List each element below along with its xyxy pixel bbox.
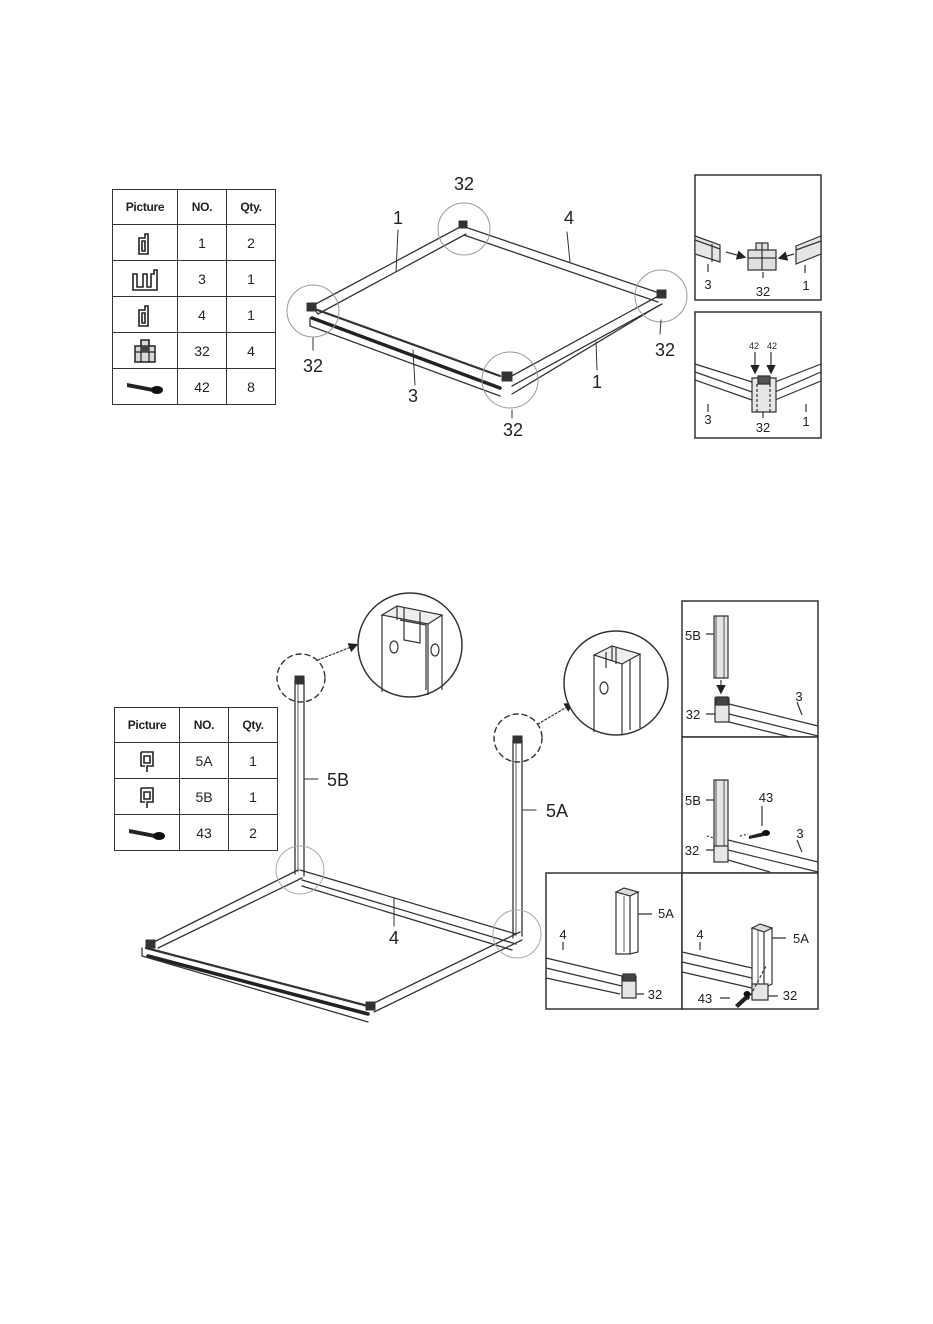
detail-mid-label-5B: 5B bbox=[685, 793, 701, 808]
label-corner-top: 32 bbox=[454, 174, 474, 194]
magnified-post-top-5B bbox=[358, 593, 462, 697]
detail-a-label-1: 1 bbox=[802, 278, 809, 293]
label-post-5A: 5A bbox=[546, 801, 568, 821]
detail-br-label-43: 43 bbox=[698, 991, 712, 1006]
detail-br-label-4: 4 bbox=[696, 927, 703, 942]
detail-bl-label-5A: 5A bbox=[658, 906, 674, 921]
detail-top-label-5B: 5B bbox=[685, 628, 701, 643]
label-corner-left: 32 bbox=[303, 356, 323, 376]
label-side-4-back: 4 bbox=[564, 208, 574, 228]
step2-detail-insert-5B: 5B 32 3 bbox=[682, 601, 818, 737]
detail-bl-label-32: 32 bbox=[648, 987, 662, 1002]
step1-base-frame bbox=[287, 203, 687, 418]
detail-top-label-3: 3 bbox=[795, 689, 802, 704]
step2-detail-screw-5B: 5B 43 3 32 bbox=[682, 737, 818, 873]
detail-top-label-32: 32 bbox=[686, 707, 700, 722]
step2-frame-with-posts bbox=[142, 645, 572, 1022]
label-rail-4: 4 bbox=[389, 928, 399, 948]
label-side-1-back: 1 bbox=[393, 208, 403, 228]
label-corner-front: 32 bbox=[503, 420, 523, 440]
detail-bl-label-4: 4 bbox=[559, 927, 566, 942]
step2-detail-screw-5A: 4 5A 43 32 bbox=[682, 873, 818, 1009]
detail-mid-label-32: 32 bbox=[685, 843, 699, 858]
detail-br-label-5A: 5A bbox=[793, 931, 809, 946]
detail-b-label-32: 32 bbox=[756, 420, 770, 435]
detail-b-label-1: 1 bbox=[802, 414, 809, 429]
detail-a-label-3: 3 bbox=[704, 277, 711, 292]
magnified-post-top-5A bbox=[564, 631, 668, 735]
detail-a-label-32: 32 bbox=[756, 284, 770, 299]
label-corner-right: 32 bbox=[655, 340, 675, 360]
label-side-3-front: 3 bbox=[408, 386, 418, 406]
step2-detail-insert-5A: 4 5A 32 bbox=[546, 873, 682, 1009]
detail-b-screw-42-right: 42 bbox=[767, 341, 777, 351]
detail-b-label-3: 3 bbox=[704, 412, 711, 427]
label-side-1-front: 1 bbox=[592, 372, 602, 392]
step1-detail-screw: 42 42 3 32 1 bbox=[695, 312, 821, 438]
detail-b-screw-42-left: 42 bbox=[749, 341, 759, 351]
detail-br-label-32: 32 bbox=[783, 988, 797, 1003]
detail-mid-label-3: 3 bbox=[796, 826, 803, 841]
label-post-5B: 5B bbox=[327, 770, 349, 790]
step1-detail-connect: 3 32 1 bbox=[695, 175, 821, 300]
detail-mid-label-43: 43 bbox=[759, 790, 773, 805]
